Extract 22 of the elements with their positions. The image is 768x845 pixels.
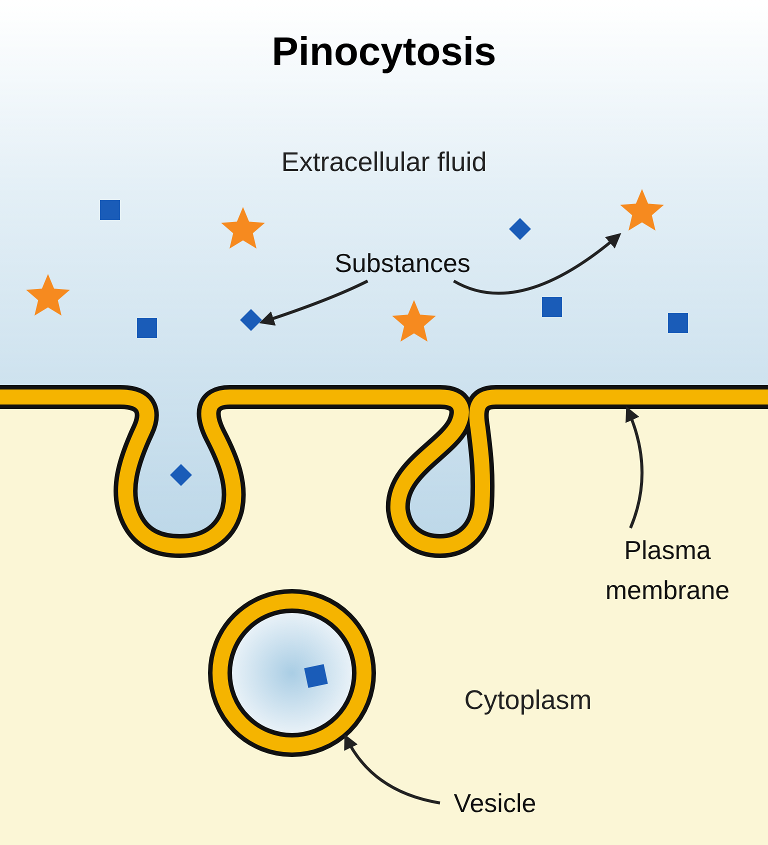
arrow [453, 233, 622, 295]
square-particle [668, 313, 688, 333]
callout-label: Plasma membrane [575, 528, 760, 612]
diamond-particle [240, 309, 262, 331]
title: Pinocytosis [270, 29, 498, 76]
vesicle-drawing [208, 589, 376, 757]
star-particle [620, 189, 664, 231]
star-particle [221, 207, 265, 249]
region-label: Extracellular fluid [280, 146, 488, 179]
arrow [625, 406, 644, 529]
arrow [344, 734, 440, 804]
plasma-membrane-drawing [0, 385, 768, 558]
region-label: Cytoplasm [463, 684, 593, 717]
square-particle [542, 297, 562, 317]
diamond-particle [509, 218, 531, 240]
arrow [259, 280, 368, 326]
callout-label: Vesicle [440, 785, 550, 821]
star-particle [26, 274, 70, 316]
square-particle [100, 200, 120, 220]
callout-label: Substances [300, 245, 505, 281]
star-particle [392, 300, 436, 342]
square-particle [137, 318, 157, 338]
